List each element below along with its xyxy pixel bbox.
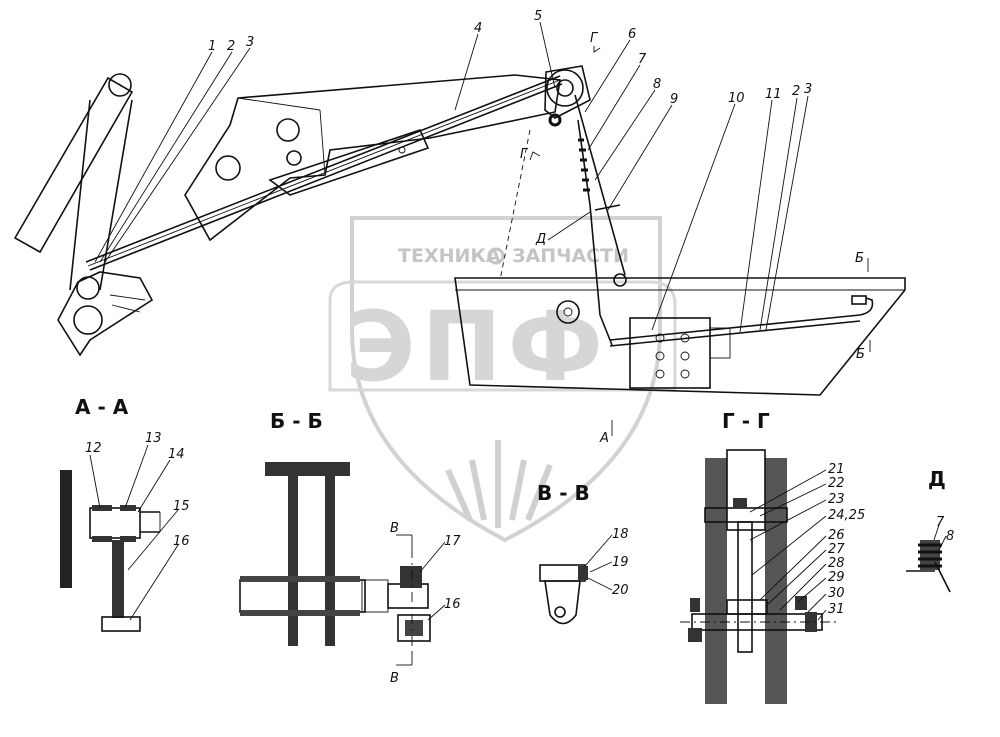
view-d-drawing: [906, 521, 951, 593]
frame-plate: [184, 74, 561, 242]
callout-16: 16: [173, 534, 190, 549]
marker-b-bottom: Б: [856, 347, 865, 362]
callout-3b: 3: [804, 82, 812, 97]
marker-b-top: Б: [855, 251, 864, 266]
callout-9: 9: [670, 92, 678, 107]
lever-pivot: [108, 73, 132, 97]
watermark-text-zapchasti: ЗАПЧАСТИ: [512, 245, 629, 267]
section-vv-drawing: [539, 534, 613, 625]
top-pivot: [546, 69, 584, 107]
callout-19: 19: [612, 555, 629, 570]
callout-20: 20: [612, 583, 629, 598]
section-gg-drawing: [680, 449, 840, 704]
section-title-d: Д: [928, 467, 946, 491]
marker-g-mid: Г: [520, 147, 529, 162]
callout-24-25: 24,25: [828, 508, 865, 523]
callout-21: 21: [828, 462, 845, 477]
callout-15: 15: [173, 499, 190, 514]
callout-31: 31: [828, 602, 845, 617]
callout-17: 17: [444, 534, 461, 549]
main-assembly: [13, 65, 906, 396]
callout-4: 4: [474, 21, 482, 36]
hydraulic-block: [629, 317, 711, 389]
callout-8d: 8: [946, 529, 954, 544]
watermark-text-technika: ТЕХНИКА: [398, 245, 501, 267]
section-aa-drawing: [60, 444, 179, 632]
callout-28: 28: [828, 556, 845, 571]
wheat-icon: [445, 440, 553, 528]
callout-2: 2: [227, 39, 235, 54]
marker-v-bottom: В: [390, 671, 399, 686]
callout-11: 11: [765, 87, 782, 102]
callout-7d: 7: [936, 515, 945, 530]
callout-10: 10: [728, 91, 745, 106]
callout-1: 1: [208, 39, 216, 54]
section-title-bb: Б - Б: [270, 409, 323, 433]
callout-3: 3: [246, 35, 254, 50]
section-title-gg: Г - Г: [722, 409, 770, 433]
callout-7: 7: [638, 52, 647, 67]
callout-16b: 16: [444, 597, 461, 612]
section-bb-drawing: [239, 462, 446, 666]
lower-bracket: [57, 271, 154, 357]
callout-leaders: [94, 21, 809, 333]
callout-30: 30: [828, 586, 845, 601]
gear-icon: [487, 247, 505, 265]
marker-g-top: Г: [590, 31, 599, 46]
callout-14: 14: [168, 447, 185, 462]
callout-6: 6: [628, 27, 636, 42]
callout-26: 26: [828, 528, 845, 543]
lever-arm: [13, 76, 134, 254]
callout-2b: 2: [792, 84, 800, 99]
callout-8: 8: [653, 77, 661, 92]
callout-27: 27: [828, 542, 845, 557]
section-title-vv: В - В: [537, 481, 590, 505]
marker-d: Д: [535, 232, 546, 247]
callout-13: 13: [145, 431, 162, 446]
callout-5: 5: [534, 9, 542, 24]
callout-23: 23: [828, 492, 845, 507]
callout-22: 22: [828, 476, 845, 491]
marker-v-top: В: [390, 521, 399, 536]
frame-beam: [454, 277, 906, 396]
section-title-aa: А - А: [75, 395, 129, 419]
spring: [578, 138, 590, 192]
callout-18: 18: [612, 527, 629, 542]
callout-12: 12: [85, 441, 102, 456]
callout-29: 29: [828, 570, 845, 585]
marker-a: А: [599, 431, 609, 446]
section-markers: Г Г Б Б А Д: [520, 31, 871, 446]
